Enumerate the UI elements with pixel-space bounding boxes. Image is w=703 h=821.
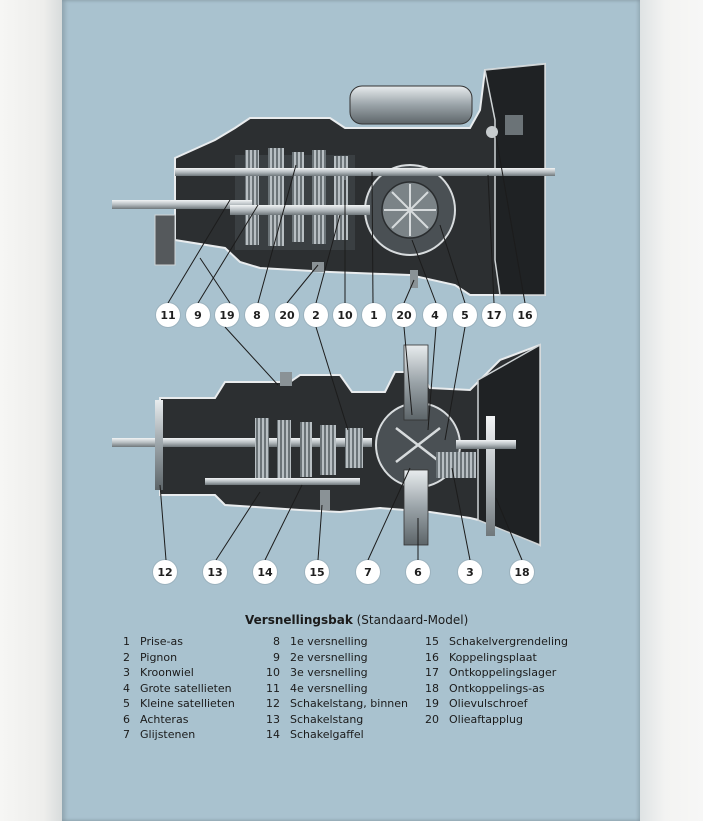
- callout-6: 6: [406, 560, 430, 584]
- lower-leader-lines: [159, 326, 523, 561]
- caption-subtitle: (Standaard-Model): [356, 613, 469, 627]
- callout-16: 16: [513, 303, 537, 327]
- callout-13: 13: [203, 560, 227, 584]
- callout-10: 10: [333, 303, 357, 327]
- callout-20: 20: [275, 303, 299, 327]
- caption-title: Versnellingsbak: [245, 613, 353, 627]
- callout-2: 2: [304, 303, 328, 327]
- callout-18: 18: [510, 560, 534, 584]
- callout-9: 9: [186, 303, 210, 327]
- callout-11: 11: [156, 303, 180, 327]
- callout-17: 17: [482, 303, 506, 327]
- callout-19: 19: [215, 303, 239, 327]
- callout-4: 4: [423, 303, 447, 327]
- callout-15: 15: [305, 560, 329, 584]
- callout-1: 1: [362, 303, 386, 327]
- lower-gearbox-drawing: [112, 343, 541, 547]
- callout-8: 8: [245, 303, 269, 327]
- book-spine-left: [0, 0, 62, 821]
- figure-caption: Versnellingsbak (Standaard-Model): [245, 613, 485, 627]
- upper-leader-lines: [167, 135, 526, 304]
- callout-14: 14: [253, 560, 277, 584]
- callout-3: 3: [458, 560, 482, 584]
- callout-7: 7: [356, 560, 380, 584]
- book-edge-right: [640, 0, 703, 821]
- callout-5: 5: [453, 303, 477, 327]
- callout-12: 12: [153, 560, 177, 584]
- upper-gearbox-drawing: [112, 62, 555, 296]
- callout-20-drain: 20: [392, 303, 416, 327]
